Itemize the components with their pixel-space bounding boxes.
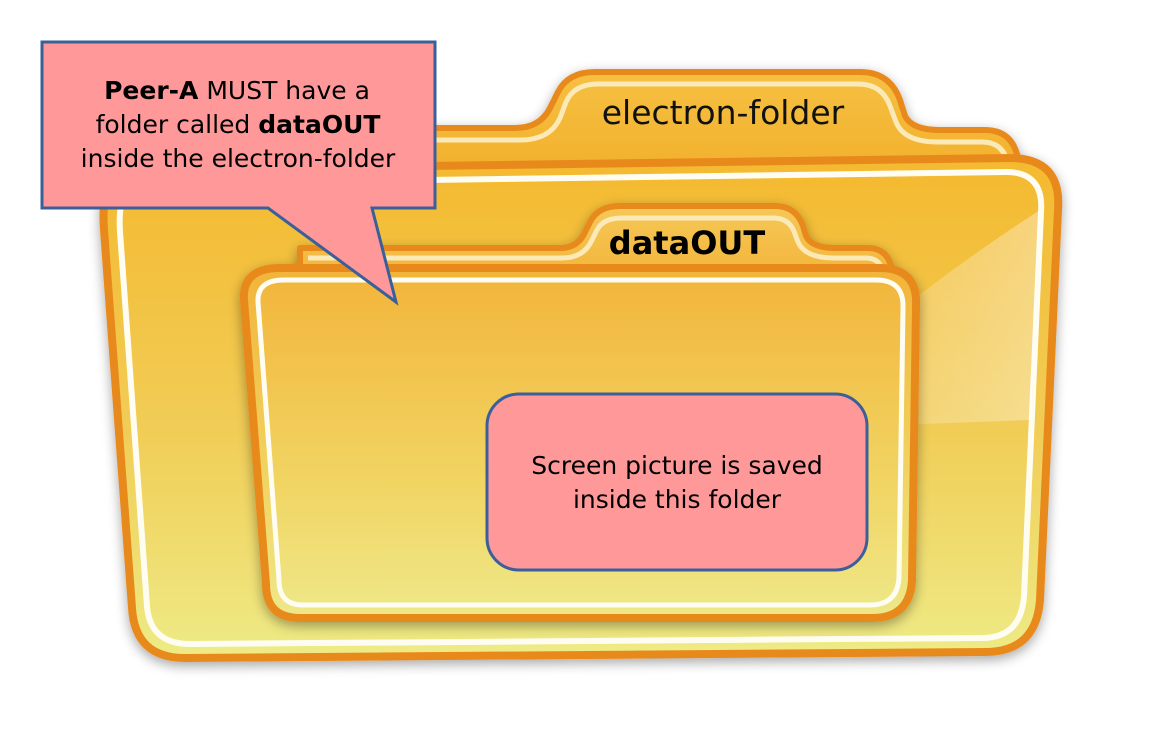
- dataout-folder-front-rim: [255, 277, 906, 608]
- dataout-folder-back-highlight: [308, 215, 886, 273]
- callout-shape: [40, 40, 437, 306]
- note-box: Screen picture is saved inside this fold…: [485, 392, 869, 572]
- callout-must-have: MUST have a: [198, 76, 370, 105]
- callout-dataout: dataOUT: [258, 110, 380, 139]
- callout-peer-a: Peer-A: [104, 76, 199, 105]
- electron-folder-label: electron-folder: [602, 93, 845, 132]
- dataout-folder-back: [297, 203, 895, 283]
- callout-bubble: Peer-A MUST have a folder called dataOUT…: [40, 40, 437, 306]
- callout-folder-called: folder called: [96, 110, 259, 139]
- note-box-shape: [485, 392, 869, 572]
- note-line-2: inside this folder: [573, 485, 782, 514]
- callout-line-1: Peer-A MUST have a: [104, 76, 370, 105]
- dataout-folder-label: dataOUT: [609, 224, 766, 262]
- callout-line-2: folder called dataOUT: [96, 110, 381, 139]
- callout-line-3: inside the electron-folder: [81, 144, 396, 173]
- electron-folder-front-rim: [116, 169, 1045, 647]
- electron-folder-back-highlight: [250, 81, 1011, 166]
- note-line-1: Screen picture is saved: [531, 451, 822, 480]
